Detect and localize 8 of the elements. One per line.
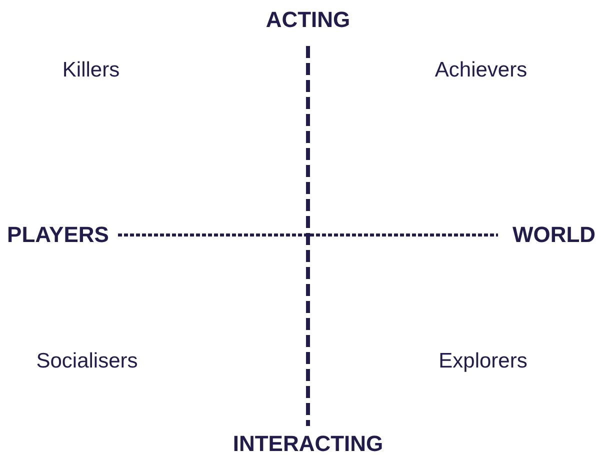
axis-label: ACTING	[266, 9, 350, 31]
axis-label: PLAYERS	[7, 224, 109, 246]
quadrant-label: Achievers	[434, 60, 528, 80]
quadrant-label: Socialisers	[36, 350, 138, 372]
quadrant-label: Killers	[62, 60, 120, 80]
axis-label: WORLD	[512, 224, 596, 246]
axis-label: INTERACTING	[232, 433, 384, 455]
quadrant-label: Explorers	[438, 350, 528, 372]
